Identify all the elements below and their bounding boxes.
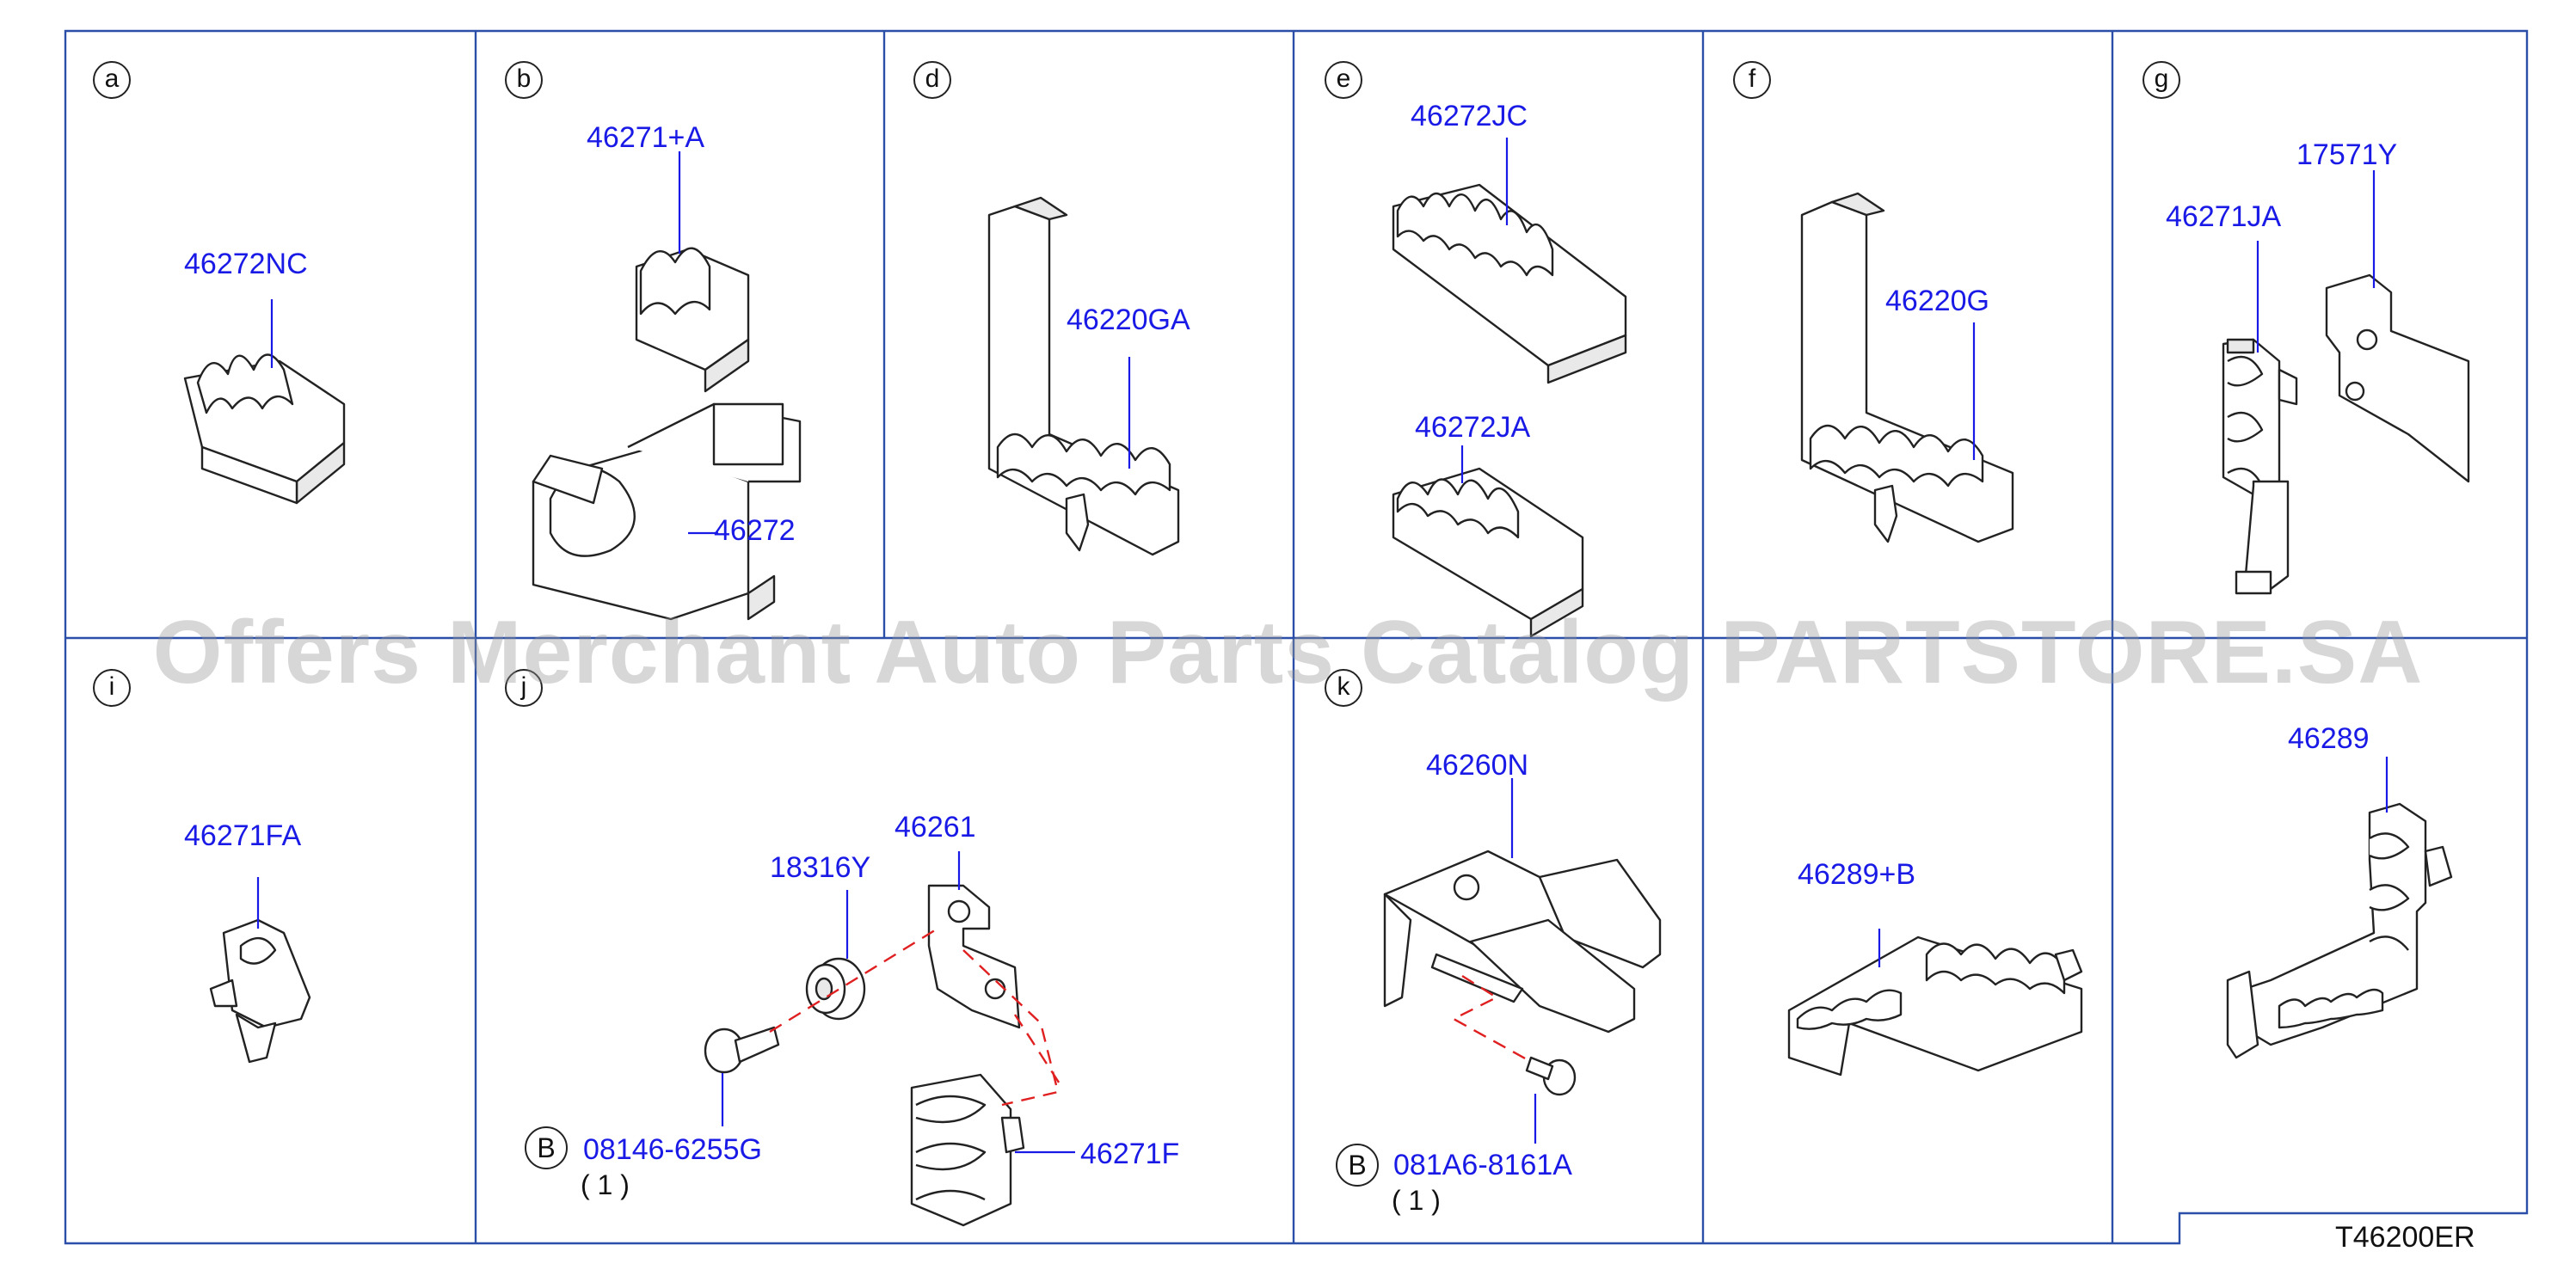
label-46289b: 46289+B xyxy=(1798,858,1916,891)
grid-frame xyxy=(64,29,2529,1245)
label-46272nc: 46272NC xyxy=(184,248,308,280)
cell-letter-d: d xyxy=(913,61,951,99)
part-46272jc-drawing xyxy=(1392,138,1627,384)
part-46289-drawing xyxy=(2226,757,2453,1059)
watermark-text: Offers Merchant Auto Parts Catalog PARTS… xyxy=(152,603,2424,702)
part-46289b-drawing xyxy=(1787,929,2083,1077)
part-18316y-drawing xyxy=(805,890,866,1021)
part-46271fa-drawing xyxy=(209,877,311,1064)
part-46272ja-drawing xyxy=(1392,445,1584,638)
part-46271a-drawing xyxy=(635,151,750,393)
bolt-marker-b-j: B xyxy=(525,1126,568,1169)
label-081a6-8161a: 081A6-8161A xyxy=(1393,1149,1572,1181)
part-46271ja-drawing xyxy=(2222,241,2298,595)
part-46261-drawing xyxy=(927,851,1021,1029)
label-46289: 46289 xyxy=(2288,722,2370,755)
part-46220g-drawing xyxy=(1800,192,2014,543)
cell-letter-a: a xyxy=(93,61,131,99)
cell-letter-i: i xyxy=(93,669,131,707)
label-46272: 46272 xyxy=(714,514,796,547)
part-17571y-drawing xyxy=(2325,170,2470,483)
label-46260n: 46260N xyxy=(1426,749,1529,782)
label-46271f: 46271F xyxy=(1080,1138,1180,1170)
part-46272nc-drawing xyxy=(183,299,346,505)
qty-08146-6255g: ( 1 ) xyxy=(581,1169,630,1200)
label-46272ja: 46272JA xyxy=(1415,411,1531,444)
cell-letter-g: g xyxy=(2143,61,2180,99)
assembly-guide-lines-j xyxy=(769,927,1064,1107)
part-46260n-drawing xyxy=(1383,778,1662,1034)
cell-letter-j: j xyxy=(505,669,543,707)
bolt-marker-b-k: B xyxy=(1336,1144,1379,1187)
diagram-code: T46200ER xyxy=(2335,1221,2475,1254)
cell-letter-f: f xyxy=(1733,61,1771,99)
part-46271f-drawing xyxy=(910,1073,1075,1227)
label-46271fa: 46271FA xyxy=(184,819,302,852)
label-18316y: 18316Y xyxy=(770,851,871,884)
label-46261: 46261 xyxy=(895,811,976,844)
part-bolt-08146-drawing xyxy=(704,1026,780,1126)
label-08146-6255g: 08146-6255G xyxy=(583,1133,762,1166)
label-46220g: 46220G xyxy=(1885,285,1989,317)
qty-081a6-8161a: ( 1 ) xyxy=(1392,1185,1441,1216)
label-46271ja: 46271JA xyxy=(2166,200,2282,233)
cell-letter-b: b xyxy=(505,61,543,99)
cell-letter-k: k xyxy=(1325,669,1362,707)
cell-letter-e: e xyxy=(1325,61,1362,99)
label-17571y: 17571Y xyxy=(2296,138,2398,171)
part-46272-drawing xyxy=(532,402,802,621)
label-46272jc: 46272JC xyxy=(1411,100,1528,132)
part-bolt-081a6-drawing xyxy=(1525,1056,1577,1144)
label-46271a: 46271+A xyxy=(587,121,705,154)
label-46220ga: 46220GA xyxy=(1067,304,1190,336)
part-46220ga-drawing xyxy=(987,196,1180,556)
